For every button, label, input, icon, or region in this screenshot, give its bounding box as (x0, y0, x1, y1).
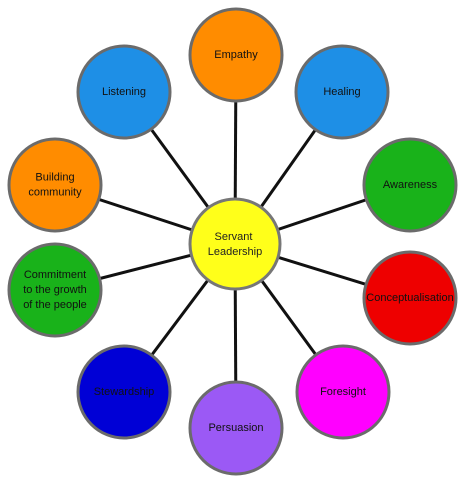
node-label: Building community (28, 171, 82, 198)
node-label-line: community (28, 186, 82, 198)
node-6: Stewardship (76, 344, 172, 440)
node-label: Foresight (320, 386, 366, 398)
node-label: Persuasion (208, 422, 263, 434)
node-label-line: Empathy (214, 49, 258, 61)
hub-label: Servant Leadership (208, 231, 262, 258)
node-label-line: Commitment (24, 269, 86, 281)
node-label-line: Stewardship (94, 386, 155, 398)
node-label: Awareness (383, 179, 438, 191)
node-4: Foresight (295, 344, 391, 440)
node-label: Stewardship (94, 386, 155, 398)
node-1: Healing (294, 44, 390, 140)
node-3: Conceptualisation (362, 250, 458, 346)
node-label-line: Listening (102, 86, 146, 98)
node-label: Empathy (214, 49, 258, 61)
node-5: Persuasion (188, 380, 284, 476)
node-circle (76, 44, 172, 140)
node-label: Conceptualisation (366, 292, 453, 304)
node-circle (294, 44, 390, 140)
node-circle (362, 250, 458, 346)
node-circle (362, 137, 458, 233)
node-circle (188, 7, 284, 103)
node-label-line: to the growth (23, 284, 87, 296)
node-label-line: Persuasion (208, 422, 263, 434)
node-label-line: Building (35, 171, 74, 183)
node-label-line: Awareness (383, 179, 438, 191)
node-label-line: Conceptualisation (366, 292, 453, 304)
hub-label-line-1: Servant (215, 231, 253, 243)
node-label: Commitment to the growth of the people (23, 269, 87, 311)
node-circle (7, 137, 103, 233)
node-label-line: Healing (323, 86, 360, 98)
node-circle (76, 344, 172, 440)
node-0: Empathy (188, 7, 284, 103)
node-2: Awareness (362, 137, 458, 233)
node-circle (188, 380, 284, 476)
node-label: Listening (102, 86, 146, 98)
node-8: Building community (7, 137, 103, 233)
hub: Servant Leadership (188, 197, 282, 291)
hub-circle (188, 197, 282, 291)
node-9: Listening (76, 44, 172, 140)
node-label: Healing (323, 86, 360, 98)
hub-label-line-2: Leadership (208, 246, 262, 258)
nodes: EmpathyHealingAwarenessConceptualisation… (7, 7, 458, 476)
node-7: Commitment to the growth of the people (7, 242, 103, 338)
node-circle (7, 242, 103, 338)
node-circle (295, 344, 391, 440)
node-label-line: Foresight (320, 386, 366, 398)
node-label-line: of the people (23, 299, 87, 311)
